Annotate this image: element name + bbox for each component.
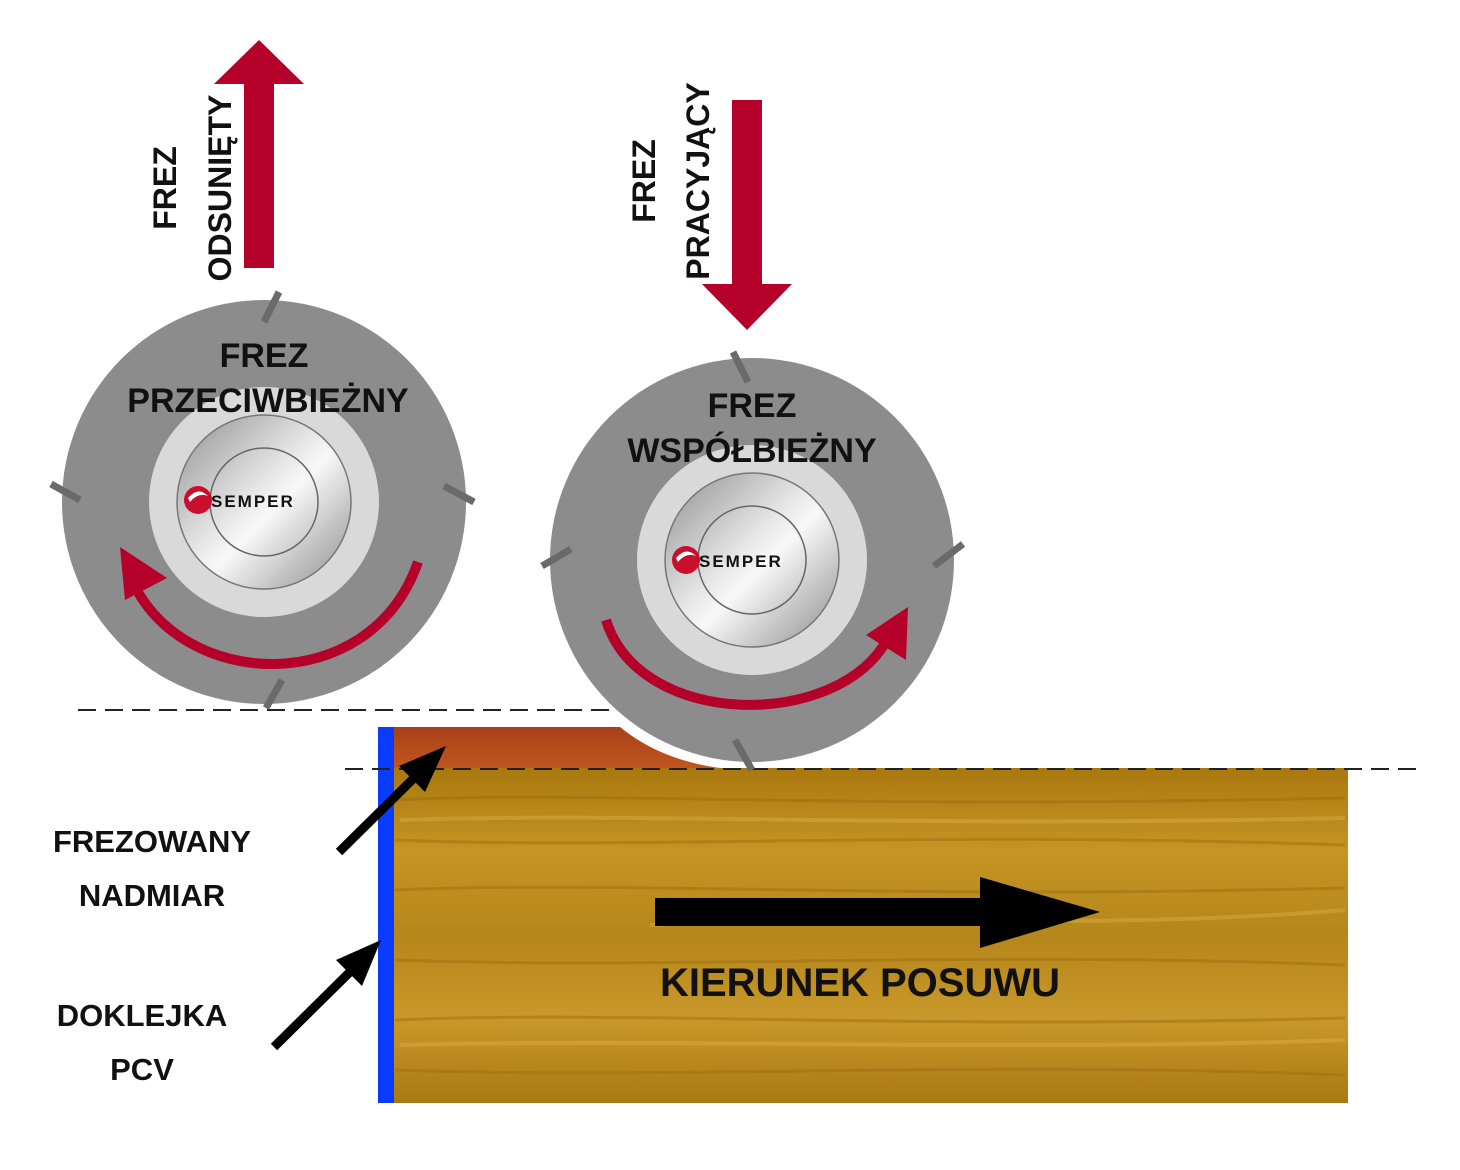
right-cutter-label-line1: FREZ [708, 387, 797, 425]
excess-label-line2: NADMIAR [79, 878, 225, 913]
left-cutter-label-line2: PRZECIWBIEŻNY [127, 382, 409, 420]
left-vertical-label-line2: ODSUNIĘTY [202, 95, 238, 282]
up-arrow-retracted [214, 40, 304, 268]
left-cutter-teeth [49, 290, 476, 710]
left-cutter-label-line1: FREZ [220, 337, 309, 375]
down-arrow-working [702, 100, 792, 330]
wood-board [393, 768, 1348, 1103]
right-cutter-teeth [540, 350, 966, 772]
right-cutter: SEMPER FREZ WSPÓŁBIEŻNY [540, 350, 966, 772]
right-logo-text: SEMPER [699, 552, 783, 571]
excess-label-line1: FREZOWANY [53, 824, 251, 859]
pcv-label-line2: PCV [110, 1052, 174, 1087]
wood-grain [394, 795, 1346, 1077]
pcv-pointer-arrow [270, 940, 381, 1051]
pcv-edge-band [378, 727, 394, 1103]
feed-direction-arrow [655, 877, 1100, 948]
right-cutter-label-line2: WSPÓŁBIEŻNY [627, 432, 877, 470]
feed-direction-label: KIERUNEK POSUWU [660, 961, 1060, 1005]
right-vertical-label-line2: PRACYJĄCY [680, 82, 716, 279]
left-vertical-label-line1: FREZ [147, 146, 183, 230]
milled-excess [393, 727, 720, 768]
left-cutter: SEMPER FREZ PRZECIWBIEŻNY [49, 290, 476, 710]
right-cutter-hub [664, 472, 840, 648]
left-cutter-hub [176, 414, 352, 590]
right-logo: SEMPER [672, 546, 783, 574]
right-rotation-arrow-arc [601, 618, 893, 710]
left-logo-text: SEMPER [211, 492, 295, 511]
excess-pointer-arrow [335, 746, 446, 856]
pcv-label-line1: DOKLEJKA [57, 998, 228, 1033]
workpiece [378, 727, 1348, 1103]
left-rotation-arrow-head [120, 547, 167, 600]
left-rotation-arrow-arc [127, 560, 423, 669]
right-rotation-arrow-head [866, 607, 908, 660]
left-logo: SEMPER [184, 486, 295, 514]
right-vertical-label-line1: FREZ [626, 139, 662, 223]
